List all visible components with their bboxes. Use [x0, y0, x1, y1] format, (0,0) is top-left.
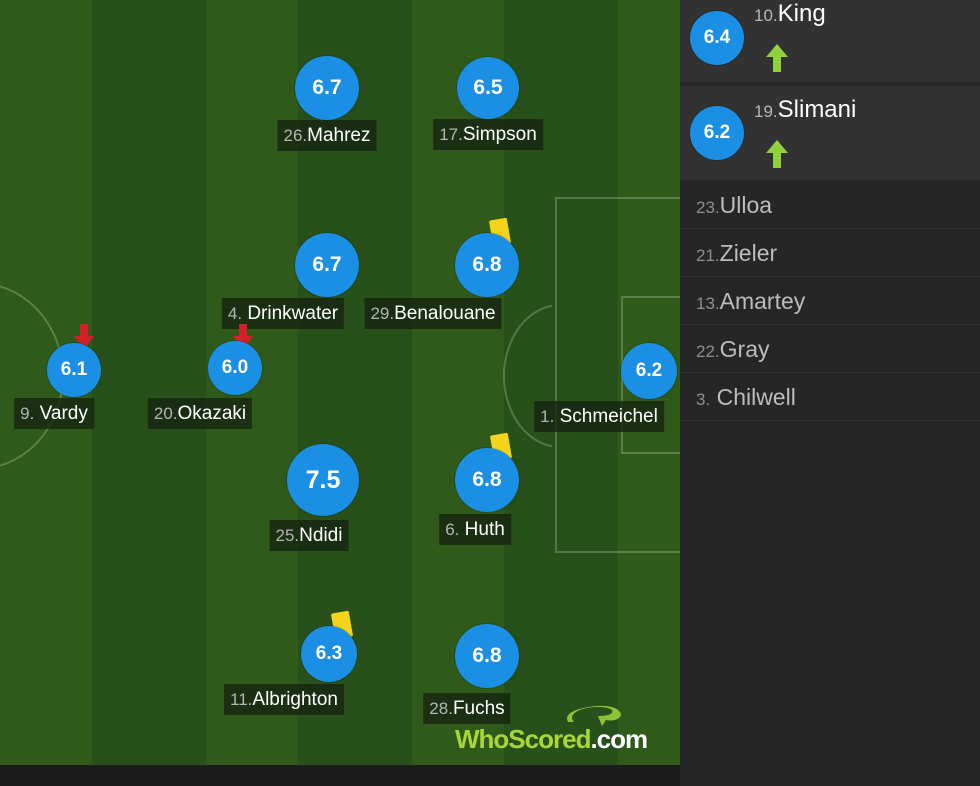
substituted-off-arrow-icon	[233, 324, 253, 355]
rating-bubble: 6.7	[295, 233, 359, 297]
player-number: 3.	[696, 390, 711, 409]
rating-bubble: 7.5	[287, 444, 359, 516]
player-number: 1.	[540, 407, 555, 426]
player-name: Ndidi	[299, 525, 343, 546]
player-name: Chilwell	[716, 384, 796, 410]
pitch: 6.7 26.Mahrez 6.5 17.Simpson 6.7 4. Drin…	[0, 0, 680, 765]
player-number: 26.	[283, 126, 308, 145]
rating-bubble: 6.7	[295, 56, 359, 120]
player-name: Drinkwater	[247, 303, 339, 324]
player-name: Gray	[719, 336, 770, 362]
rating-bubble: 6.2	[621, 343, 677, 399]
player-name: Huth	[464, 519, 505, 540]
player-number: 25.	[275, 526, 300, 545]
rating-bubble: 6.2	[690, 106, 744, 160]
player-name: Zieler	[719, 240, 778, 266]
rating-bubble: 6.5	[457, 57, 519, 119]
rating-bubble: 6.1	[47, 343, 101, 397]
substituted-off-arrow-icon	[74, 324, 94, 355]
player-name: Fuchs	[452, 698, 505, 719]
player-name: Albrighton	[252, 689, 338, 710]
player-name: Okazaki	[177, 403, 247, 424]
player-number: 17.	[439, 125, 463, 144]
rating-bubble: 6.3	[301, 626, 357, 682]
player-number: 13.	[696, 294, 720, 313]
whoscored-logo-text: WhoScored.com	[455, 724, 648, 755]
player-number: 10.	[754, 6, 778, 25]
rating-bubble: 6.8	[455, 624, 519, 688]
substituted-on-arrow-icon	[766, 140, 788, 173]
bench-player-amartey[interactable]: 13.Amartey	[680, 278, 980, 325]
bench-player-gray[interactable]: 22.Gray	[680, 326, 980, 373]
player-number: 29.	[370, 304, 395, 323]
rating-bubble: 6.8	[455, 448, 519, 512]
player-name: Mahrez	[307, 125, 371, 146]
substitutes-panel: 6.4 10.King 6.2 19.Slimani 23.Ulloa 21.Z…	[680, 0, 980, 786]
rating-bubble: 6.4	[690, 11, 744, 65]
player-nameplate: 9. Vardy	[14, 398, 94, 429]
bench-player-chilwell[interactable]: 3. Chilwell	[680, 374, 980, 421]
player-name: Vardy	[39, 403, 88, 424]
player-number: 9.	[20, 404, 35, 423]
player-name: Schmeichel	[559, 406, 658, 427]
bench-player-zieler[interactable]: 21.Zieler	[680, 230, 980, 277]
logo-text-part1: WhoScored	[455, 724, 591, 754]
penalty-area	[555, 197, 680, 553]
player-number: 11.	[230, 690, 253, 709]
player-number: 20.	[153, 404, 178, 423]
rating-bubble: 6.8	[455, 233, 519, 297]
player-name: Slimani	[777, 96, 857, 123]
logo-text-part2: .com	[590, 724, 648, 754]
rating-bubble: 6.0	[208, 341, 262, 395]
player-nameplate: 20.Okazaki	[147, 398, 253, 429]
player-name: Amartey	[719, 288, 806, 314]
player-nameplate: 17.Simpson	[433, 119, 543, 150]
player-nameplate: 4. Drinkwater	[221, 298, 345, 329]
player-name: Benalouane	[394, 303, 496, 324]
whoscored-logo-icon	[456, 692, 656, 737]
substitute-label: 19.Slimani	[754, 96, 856, 124]
substitute-label: 10.King	[754, 0, 826, 28]
player-name: King	[777, 0, 826, 27]
player-number: 21.	[696, 246, 720, 265]
player-number: 22.	[696, 342, 720, 361]
player-nameplate: 11.Albrighton	[224, 684, 344, 715]
substituted-on-arrow-icon	[766, 44, 788, 77]
player-name: Simpson	[462, 124, 537, 145]
player-number: 6.	[445, 520, 460, 539]
player-nameplate: 28.Fuchs	[423, 693, 511, 724]
player-name: Ulloa	[719, 192, 773, 218]
player-nameplate: 1. Schmeichel	[534, 401, 664, 432]
player-number: 4.	[227, 304, 243, 323]
player-nameplate: 26.Mahrez	[277, 120, 377, 151]
substitute-used-slimani[interactable]: 6.2 19.Slimani	[680, 86, 980, 180]
player-number: 23.	[696, 198, 720, 217]
player-nameplate: 25.Ndidi	[269, 520, 349, 551]
substitute-used-king[interactable]: 6.4 10.King	[680, 0, 980, 82]
bottom-bar	[0, 765, 680, 786]
player-number: 28.	[429, 699, 453, 718]
player-number: 19.	[754, 102, 778, 121]
bench-player-ulloa[interactable]: 23.Ulloa	[680, 182, 980, 229]
player-nameplate: 29.Benalouane	[364, 298, 502, 329]
player-nameplate: 6. Huth	[439, 514, 511, 545]
